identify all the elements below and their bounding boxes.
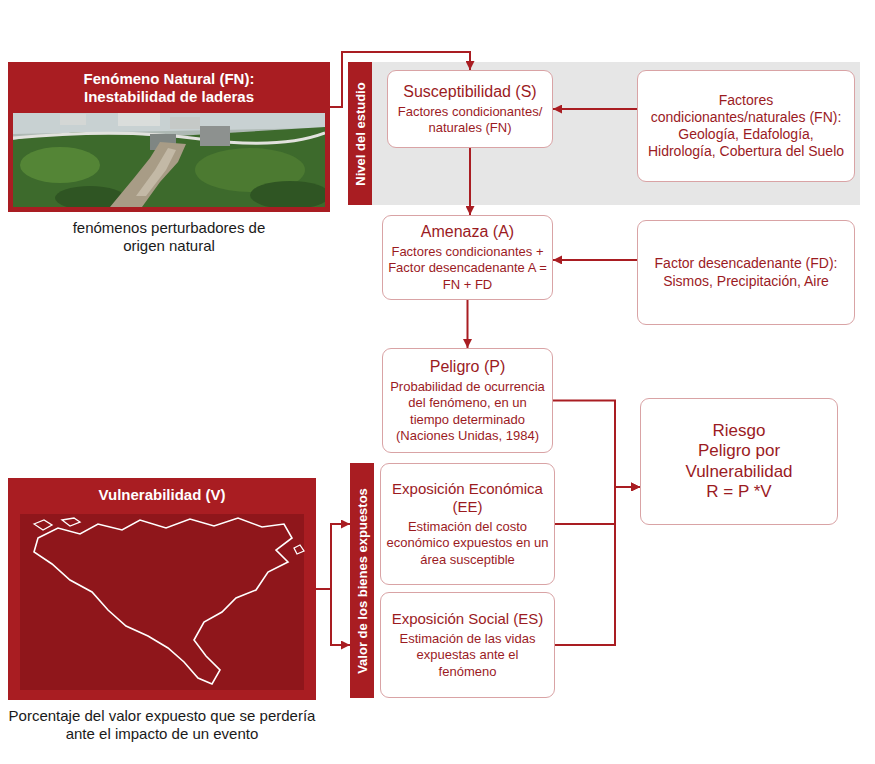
box-title: Vulnerabilidad (V) xyxy=(13,483,311,511)
map-ground xyxy=(20,514,304,690)
box-title: Susceptibilidad (S) xyxy=(393,82,547,101)
flow-arrow xyxy=(553,259,637,261)
map-island xyxy=(294,545,304,554)
flow-arrow xyxy=(467,300,469,348)
box-title: Peligro (P) xyxy=(388,357,547,376)
box-title: Amenaza (A) xyxy=(388,222,547,241)
flow-arrow xyxy=(316,589,350,645)
band-label: Valor de los bienes expuestos xyxy=(355,488,370,674)
hazard-photo-box: Fenómeno Natural (FN): Inestabilidad de … xyxy=(8,62,330,212)
photo-building xyxy=(170,117,200,129)
map-island xyxy=(62,518,80,526)
flow-arrow xyxy=(316,524,350,589)
box-body: Estimación del costo económico expuestos… xyxy=(386,519,549,568)
process-box: Peligro (P) Probabilidad de ocurrencia de… xyxy=(382,348,553,453)
box-title: Exposición Económica (EE) xyxy=(386,480,549,516)
flow-arrow xyxy=(555,487,640,524)
photo-building xyxy=(200,126,230,146)
process-box: Susceptibilidad (S) Factores condicionant… xyxy=(387,70,553,148)
study-level-ground xyxy=(372,62,860,205)
box-text: Factores condicionantes/naturales (FN): … xyxy=(643,92,849,160)
photo-forest xyxy=(20,147,100,183)
photo-landslide xyxy=(136,148,176,196)
box-text: Factor desencadenante (FD): Sismos, Prec… xyxy=(643,255,849,289)
box-body: Probabilidad de ocurrencia del fenómeno,… xyxy=(388,379,547,444)
box-text: R = P *V xyxy=(646,482,832,502)
box-body: Factores condicionantes + Factor desenca… xyxy=(388,244,547,293)
flow-arrow xyxy=(553,108,637,110)
box-title: Exposición Social (ES) xyxy=(386,610,549,628)
flow-arrow xyxy=(469,148,471,215)
result-box: RiesgoPeligro por VulnerabilidadR = P *V xyxy=(640,398,838,525)
box-caption: fenómenos perturbadores de origen natura… xyxy=(59,219,279,255)
process-box: Amenaza (A) Factores condicionantes + Fac… xyxy=(382,215,553,300)
box-body: Estimación de las vidas expuestas ante e… xyxy=(386,631,549,680)
landslide-photo xyxy=(13,105,325,207)
photo-landslide xyxy=(110,142,186,207)
box-caption: Porcentaje del valor expuesto que se per… xyxy=(4,707,320,743)
box-title: Fenómeno Natural (FN): Inestabilidad de … xyxy=(13,67,325,113)
band-label: Nivel del estudio xyxy=(353,82,368,185)
photo-forest xyxy=(250,181,325,207)
box-text: Riesgo xyxy=(646,421,832,441)
factor-box: Factor desencadenante (FD): Sismos, Prec… xyxy=(637,220,855,325)
photo-building xyxy=(118,112,160,126)
study-level-band: Nivel del estudio Susceptibilidad (S) Fact… xyxy=(348,62,860,205)
flow-arrow xyxy=(553,401,640,487)
map-frame xyxy=(13,500,311,695)
map-outline xyxy=(34,518,292,684)
box-text: Peligro por Vulnerabilidad xyxy=(646,441,832,482)
process-box: Exposición Social (ES) Estimación de las … xyxy=(380,592,555,698)
map-island xyxy=(34,520,52,530)
exposed-value-band: Valor de los bienes expuestosExposición … xyxy=(350,463,555,698)
vulnerability-map-box: Vulnerabilidad (V)Porcentaje del valor e… xyxy=(8,478,316,700)
process-box: Exposición Económica (EE)Estimación del … xyxy=(380,463,555,585)
box-body: Factores condicionantes/ naturales (FN) xyxy=(393,104,547,137)
vulnerability-map xyxy=(13,500,311,695)
flow-arrow xyxy=(555,487,640,645)
factor-box: Factores condicionantes/naturales (FN): … xyxy=(637,70,855,182)
photo-building xyxy=(60,114,86,125)
